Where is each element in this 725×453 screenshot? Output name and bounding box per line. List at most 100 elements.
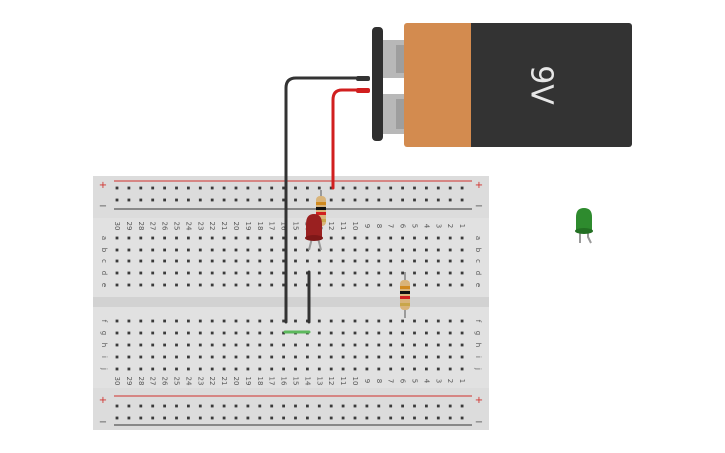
terminal-hole[interactable]: [425, 248, 428, 252]
terminal-hole[interactable]: [317, 367, 321, 371]
terminal-hole[interactable]: [448, 319, 452, 323]
terminal-hole[interactable]: [341, 343, 345, 347]
rail-hole[interactable]: [222, 198, 226, 202]
terminal-hole[interactable]: [436, 248, 440, 252]
rail-hole[interactable]: [341, 404, 345, 408]
terminal-hole[interactable]: [163, 319, 166, 323]
rail-hole[interactable]: [270, 416, 274, 420]
terminal-hole[interactable]: [306, 271, 309, 275]
rail-hole[interactable]: [306, 198, 309, 202]
terminal-hole[interactable]: [353, 236, 357, 240]
terminal-hole[interactable]: [127, 331, 131, 335]
terminal-hole[interactable]: [401, 355, 404, 359]
terminal-hole[interactable]: [222, 319, 226, 323]
terminal-hole[interactable]: [222, 248, 226, 252]
rail-hole[interactable]: [341, 186, 345, 190]
terminal-hole[interactable]: [389, 248, 393, 252]
terminal-hole[interactable]: [234, 271, 238, 275]
terminal-hole[interactable]: [151, 271, 155, 275]
terminal-hole[interactable]: [187, 331, 190, 335]
terminal-hole[interactable]: [139, 271, 143, 275]
terminal-hole[interactable]: [270, 271, 274, 275]
rail-hole[interactable]: [425, 404, 428, 408]
rail-hole[interactable]: [258, 416, 262, 420]
terminal-hole[interactable]: [401, 271, 404, 275]
led-red[interactable]: [305, 214, 323, 251]
rail-hole[interactable]: [175, 404, 178, 408]
terminal-hole[interactable]: [425, 271, 428, 275]
rail-hole[interactable]: [115, 198, 119, 202]
terminal-hole[interactable]: [115, 259, 119, 263]
rail-hole[interactable]: [448, 198, 452, 202]
terminal-hole[interactable]: [163, 271, 166, 275]
rail-hole[interactable]: [294, 198, 297, 202]
terminal-hole[interactable]: [460, 367, 464, 371]
terminal-hole[interactable]: [425, 355, 428, 359]
terminal-hole[interactable]: [222, 343, 226, 347]
rail-hole[interactable]: [317, 404, 321, 408]
terminal-hole[interactable]: [246, 319, 250, 323]
terminal-hole[interactable]: [234, 319, 238, 323]
terminal-hole[interactable]: [163, 355, 166, 359]
terminal-hole[interactable]: [294, 319, 297, 323]
terminal-hole[interactable]: [127, 367, 131, 371]
terminal-hole[interactable]: [258, 248, 262, 252]
terminal-hole[interactable]: [329, 355, 333, 359]
terminal-hole[interactable]: [389, 355, 393, 359]
rail-hole[interactable]: [401, 186, 404, 190]
terminal-hole[interactable]: [448, 236, 452, 240]
rail-hole[interactable]: [460, 186, 464, 190]
terminal-hole[interactable]: [353, 367, 357, 371]
rail-hole[interactable]: [151, 416, 155, 420]
terminal-hole[interactable]: [329, 271, 333, 275]
rail-hole[interactable]: [425, 186, 428, 190]
terminal-hole[interactable]: [353, 319, 357, 323]
terminal-hole[interactable]: [377, 367, 381, 371]
rail-hole[interactable]: [448, 186, 452, 190]
breadboard[interactable]: + + − − + + − − 303029292828272726262525…: [93, 176, 489, 430]
terminal-hole[interactable]: [210, 248, 214, 252]
terminal-hole[interactable]: [258, 367, 262, 371]
rail-hole[interactable]: [115, 416, 119, 420]
rail-hole[interactable]: [115, 404, 119, 408]
rail-hole[interactable]: [329, 198, 333, 202]
rail-hole[interactable]: [389, 416, 393, 420]
rail-hole[interactable]: [317, 416, 321, 420]
terminal-hole[interactable]: [270, 236, 274, 240]
rail-hole[interactable]: [210, 416, 214, 420]
rail-hole[interactable]: [222, 186, 226, 190]
terminal-hole[interactable]: [448, 367, 452, 371]
terminal-hole[interactable]: [198, 271, 202, 275]
terminal-hole[interactable]: [425, 367, 428, 371]
terminal-hole[interactable]: [187, 355, 190, 359]
terminal-hole[interactable]: [448, 259, 452, 263]
terminal-hole[interactable]: [198, 319, 202, 323]
terminal-hole[interactable]: [270, 248, 274, 252]
rail-hole[interactable]: [115, 186, 119, 190]
terminal-hole[interactable]: [282, 271, 285, 275]
terminal-hole[interactable]: [187, 343, 190, 347]
terminal-hole[interactable]: [341, 259, 345, 263]
rail-hole[interactable]: [341, 198, 345, 202]
terminal-hole[interactable]: [294, 236, 297, 240]
terminal-hole[interactable]: [234, 283, 238, 287]
rail-hole[interactable]: [234, 186, 238, 190]
terminal-hole[interactable]: [436, 236, 440, 240]
terminal-hole[interactable]: [258, 259, 262, 263]
terminal-hole[interactable]: [377, 236, 381, 240]
rail-hole[interactable]: [460, 198, 464, 202]
rail-hole[interactable]: [365, 416, 369, 420]
terminal-hole[interactable]: [306, 248, 309, 252]
terminal-hole[interactable]: [234, 236, 238, 240]
rail-hole[interactable]: [187, 186, 190, 190]
terminal-hole[interactable]: [389, 271, 393, 275]
terminal-hole[interactable]: [187, 367, 190, 371]
rail-hole[interactable]: [460, 404, 464, 408]
terminal-hole[interactable]: [139, 248, 143, 252]
terminal-hole[interactable]: [198, 283, 202, 287]
terminal-hole[interactable]: [425, 236, 428, 240]
rail-hole[interactable]: [425, 416, 428, 420]
terminal-hole[interactable]: [341, 355, 345, 359]
terminal-hole[interactable]: [210, 319, 214, 323]
terminal-hole[interactable]: [294, 343, 297, 347]
